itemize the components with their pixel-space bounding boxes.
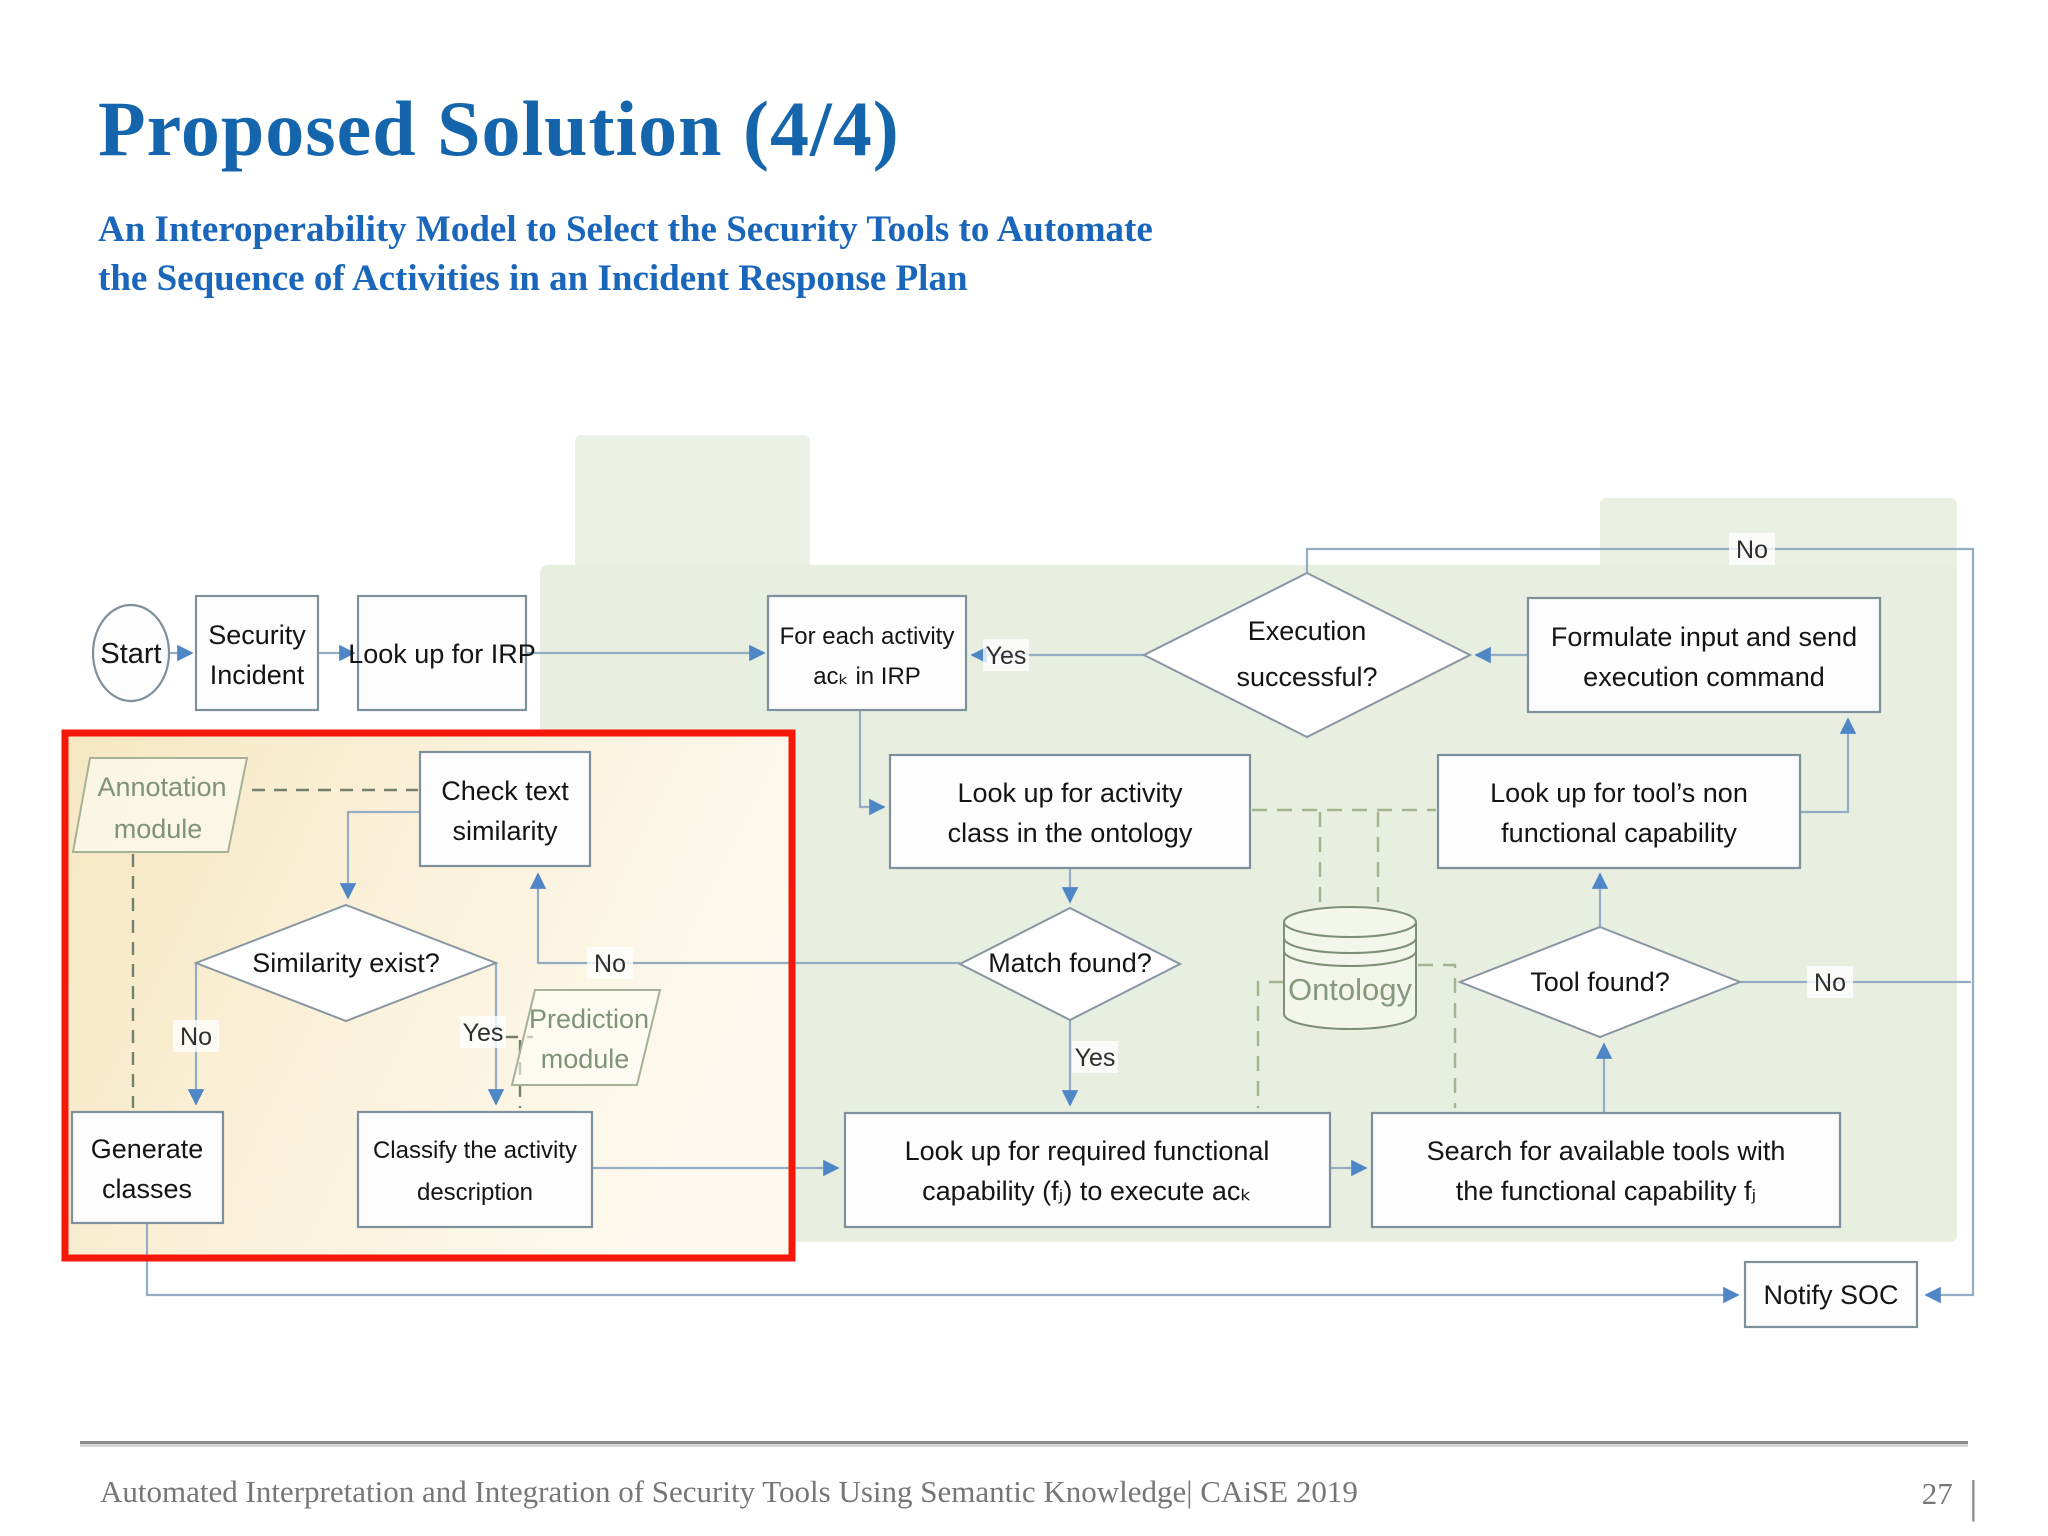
lookup-irp-label: Look up for IRP — [348, 639, 536, 669]
start-label: Start — [100, 638, 161, 670]
ontology-cylinder-top — [1283, 906, 1417, 938]
edge-checktext-to-similarity — [339, 810, 420, 900]
prediction-module-line2: module — [541, 1044, 630, 1074]
svg-text:Yes: Yes — [1075, 1044, 1116, 1072]
node-formulate-command — [1526, 596, 1882, 714]
dashed-ontology-to-requiredfunc — [1256, 980, 1284, 1108]
annotation-module-line1: Annotation — [97, 772, 226, 802]
node-for-each-activity — [766, 594, 968, 712]
footer-citation: Automated Interpretation and Integration… — [100, 1474, 1358, 1509]
node-lookup-required-func — [843, 1111, 1332, 1229]
start-node — [91, 603, 171, 703]
subtitle-line-2: the Sequence of Activities in an Inciden… — [98, 257, 968, 299]
node-check-text-similarity — [418, 750, 592, 868]
node-security-incident — [194, 594, 320, 712]
check-text-line1: Check text — [441, 776, 569, 806]
page-number-value: 27 — [1921, 1476, 1953, 1511]
execution-line1: Execution — [1248, 616, 1367, 646]
green-band-top — [575, 435, 810, 575]
generate-classes-line2: classes — [102, 1174, 192, 1204]
label-yes-similarity: Yes — [460, 1016, 506, 1048]
label-yes-execution: Yes — [983, 639, 1029, 671]
decision-tool-found — [1457, 925, 1743, 1039]
decision-execution-successful — [1141, 571, 1473, 739]
tool-found-label: Tool found? — [1530, 967, 1670, 997]
required-func-line1: Look up for required functional — [905, 1136, 1270, 1166]
search-tools-line1: Search for available tools with — [1427, 1136, 1786, 1166]
security-incident-line1: Security — [208, 620, 306, 650]
ontology-cylinder-ring2 — [1283, 950, 1417, 967]
required-func-line2: capability (fⱼ) to execute acₖ — [922, 1176, 1252, 1206]
formulate-line2: execution command — [1583, 662, 1825, 692]
lookup-activity-line1: Look up for activity — [957, 778, 1183, 808]
svg-text:Yes: Yes — [986, 642, 1027, 670]
dashed-ontology-to-search — [1418, 963, 1457, 1108]
classify-line2: description — [417, 1179, 533, 1206]
notify-soc-label: Notify SOC — [1763, 1280, 1898, 1310]
svg-text:No: No — [594, 950, 626, 978]
annotation-module-line2: module — [114, 814, 203, 844]
decision-match-found — [957, 906, 1183, 1022]
edge-nonfunc-to-formulate — [1800, 717, 1857, 814]
check-text-line2: similarity — [453, 816, 558, 846]
node-lookup-tool-nonfunc — [1436, 753, 1802, 870]
slide-subtitle: An Interoperability Model to Select the … — [98, 206, 1598, 304]
prediction-module-line1: Prediction — [529, 1004, 649, 1034]
nonfunc-line1: Look up for tool’s non — [1490, 778, 1748, 808]
generate-classes-line1: Generate — [91, 1134, 204, 1164]
label-no-match: No — [587, 947, 633, 979]
for-each-line1: For each activity — [780, 623, 955, 650]
node-lookup-irp — [356, 594, 528, 712]
label-no-similarity: No — [173, 1020, 219, 1052]
flowchart-diagram: Start Security Incident Look up for IRP … — [61, 435, 1975, 1329]
edge-match-no-to-checktext — [529, 872, 960, 965]
edge-foreach-to-activityclass — [858, 710, 886, 816]
edge-execution-no-loop — [1305, 547, 1975, 1304]
svg-text:No: No — [1814, 969, 1846, 997]
label-yes-match: Yes — [1072, 1041, 1118, 1073]
ontology-cylinder-ring1 — [1283, 937, 1417, 954]
classify-line1: Classify the activity — [373, 1137, 577, 1164]
match-found-label: Match found? — [988, 948, 1152, 978]
search-tools-line2: the functional capability fⱼ — [1456, 1176, 1756, 1206]
edge-generate-to-notify — [145, 1223, 1740, 1304]
subtitle-line-1: An Interoperability Model to Select the … — [98, 209, 1153, 250]
svg-text:No: No — [1736, 536, 1768, 564]
svg-text:No: No — [180, 1023, 212, 1051]
ontology-label: Ontology — [1288, 972, 1413, 1007]
footer-divider — [80, 1441, 1968, 1444]
formulate-line1: Formulate input and send — [1551, 622, 1857, 652]
execution-line2: successful? — [1236, 662, 1377, 692]
green-panel-main — [540, 565, 1957, 1242]
for-each-line2: acₖ in IRP — [813, 663, 921, 690]
node-search-tools — [1370, 1111, 1842, 1229]
security-incident-line2: Incident — [210, 660, 305, 690]
ontology-cylinder-body — [1283, 922, 1417, 1030]
label-no-tool: No — [1807, 966, 1853, 998]
annotation-module-parallelogram — [71, 757, 249, 853]
prediction-module-parallelogram — [510, 989, 662, 1086]
red-highlight-annotation-module — [61, 729, 796, 1262]
page-number: 27 | — [1922, 1470, 1978, 1523]
nonfunc-line2: functional capability — [1501, 818, 1737, 848]
page-title: Proposed Solution (4/4) — [98, 85, 900, 172]
decision-similarity-exist — [193, 903, 499, 1023]
node-generate-classes — [70, 1110, 225, 1225]
similarity-exist-label: Similarity exist? — [252, 948, 440, 978]
node-lookup-activity-class — [888, 753, 1252, 870]
label-no-top: No — [1729, 533, 1775, 565]
svg-text:Yes: Yes — [463, 1019, 504, 1047]
node-classify-activity — [356, 1110, 594, 1229]
page-number-bar: | — [1968, 1471, 1978, 1522]
lookup-activity-line2: class in the ontology — [948, 818, 1193, 848]
node-notify-soc — [1743, 1260, 1919, 1329]
